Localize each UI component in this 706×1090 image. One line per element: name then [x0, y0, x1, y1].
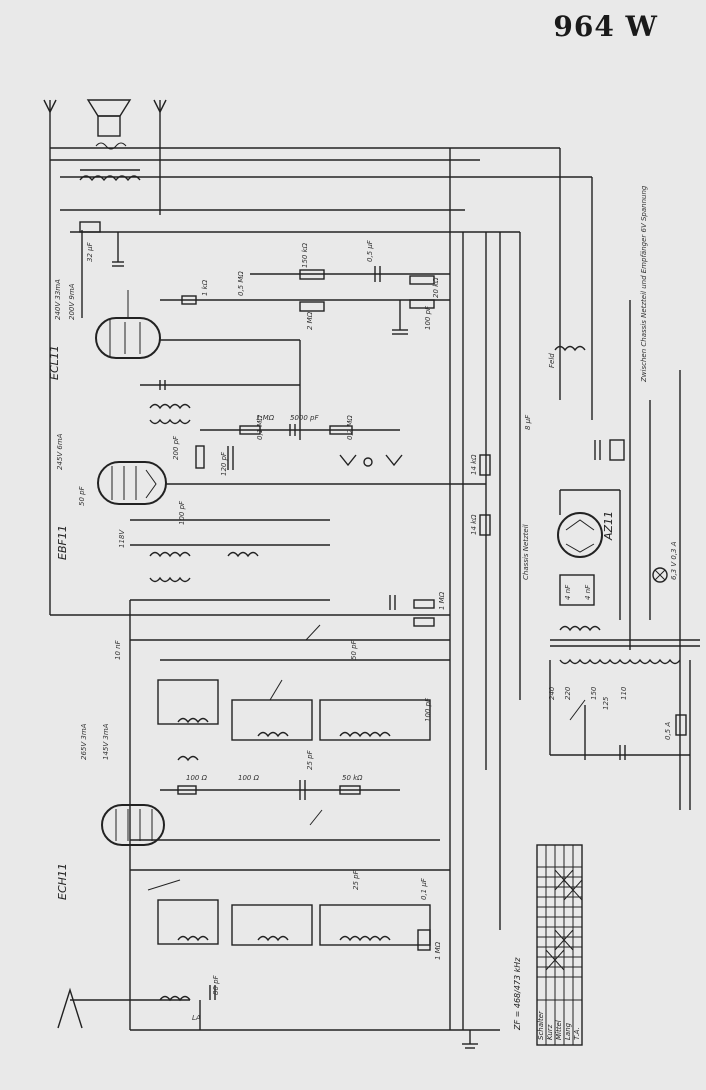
tube-ecl11: [95, 290, 161, 359]
part-c8: 200 pF: [172, 435, 180, 460]
part-c21: 4 nF: [564, 584, 572, 600]
part-c2: 0,5 µF: [366, 239, 374, 262]
part-c14: 25 pF: [306, 749, 314, 770]
mains-tap-150: 150: [590, 686, 598, 700]
voltage-ecl-anode: 240V 33mA: [54, 279, 62, 320]
note-chassis: Zwischen Chassis Netzteil und Empfänger …: [640, 185, 648, 383]
part-c10: 8 µF: [524, 414, 532, 430]
part-c5: 32 µF: [86, 241, 94, 262]
voltage-ecl-screen: 200V 9mA: [68, 283, 76, 320]
part-r6: 1 MΩ: [256, 414, 275, 422]
tube-ecl11-label: ECL11: [48, 345, 61, 380]
note-feld: Feld: [548, 353, 556, 368]
part-c7: 120 pF: [220, 451, 228, 476]
part-c3: 100 pF: [424, 305, 432, 330]
if-transformer-2: [130, 519, 330, 601]
part-r14: 100 Ω: [186, 774, 208, 782]
rf-input-section: [130, 809, 450, 1030]
part-r3: 150 kΩ: [301, 242, 309, 268]
part-r9: 0,1 MΩ: [256, 415, 264, 440]
part-r11: 14 kΩ: [470, 514, 478, 535]
switch-row-lang: Lang: [564, 1022, 572, 1040]
loudspeaker: [86, 99, 132, 150]
power-bus: [49, 112, 631, 1031]
part-r13: 50 kΩ: [342, 774, 363, 782]
ebf-components: [166, 424, 491, 627]
part-c11: 100 pF: [178, 500, 186, 525]
mains-tap-220: 220: [564, 686, 572, 700]
antenna-la-label: LA: [192, 1014, 201, 1022]
tube-ebf11-label: EBF11: [56, 525, 69, 560]
voltage-ech-anode: 265V 3mA: [80, 723, 88, 760]
switch-row-mittel: Mittel: [555, 1020, 563, 1040]
part-r16: 1 MΩ: [434, 941, 442, 960]
mains-taps: 240 220 150 125 110: [548, 686, 628, 710]
voltage-ebf-grid: 118V: [118, 529, 126, 548]
if-transformer-1: [140, 380, 300, 425]
switch-table: [536, 844, 583, 1046]
output-transformer: [79, 169, 141, 182]
part-c12: 10 nF: [114, 639, 122, 660]
mains-tap-110: 110: [620, 686, 628, 700]
model-title: 964 W: [553, 10, 658, 43]
part-fuse: 0,5 A: [664, 722, 672, 740]
ecl-components: [79, 221, 450, 440]
tube-ech11: [101, 804, 165, 846]
part-c19: 25 pF: [352, 869, 360, 890]
oscillator-section: [130, 624, 450, 800]
mains-tap-125: 125: [602, 696, 610, 710]
part-lamp: 6,3 V 0,3 A: [670, 541, 678, 580]
tube-ebf11: [97, 461, 167, 505]
part-r10: 14 kΩ: [470, 454, 478, 475]
part-r2: 0,5 MΩ: [237, 271, 245, 296]
part-c18: 80 pF: [212, 974, 220, 995]
voltage-ech-osc: 145V 3mA: [102, 723, 110, 760]
power-supply: [549, 345, 700, 810]
part-r15: 100 Ω: [238, 774, 260, 782]
part-c6: 50 pF: [78, 485, 86, 506]
antenna-symbol-top-left: [43, 99, 57, 114]
mains-tap-240: 240: [548, 686, 556, 700]
part-r12: 1 MΩ: [438, 591, 446, 610]
part-c4: 5000 pF: [290, 414, 319, 422]
part-r5: 2 MΩ: [306, 311, 314, 330]
switch-row-ta: T.A.: [573, 1027, 581, 1040]
part-c22: 4 nF: [584, 584, 592, 600]
part-r1: 1 kΩ: [201, 279, 209, 296]
part-r8: 0,2 MΩ: [346, 415, 354, 440]
part-c20: 0,1 µF: [420, 877, 428, 900]
part-r4: 20 kΩ: [432, 277, 440, 298]
antenna-symbol-top: [153, 99, 167, 114]
note-netzteil: Chassis Netzteil: [522, 524, 530, 580]
if-frequency-note: ZF = 468/473 kHz: [513, 957, 522, 1031]
ground-symbol: [462, 1030, 478, 1049]
switch-row-kurz: Kurz: [546, 1024, 554, 1040]
voltage-ebf-anode: 245V 6mA: [56, 433, 64, 470]
antenna-input: [57, 987, 190, 1029]
switch-table-header: Schalter: [537, 1010, 545, 1040]
tube-az11-label: AZ11: [602, 511, 615, 541]
tube-ech11-label: ECH11: [56, 863, 69, 900]
part-c16: 100 pF: [424, 697, 432, 722]
part-c15: 50 pF: [350, 639, 358, 660]
